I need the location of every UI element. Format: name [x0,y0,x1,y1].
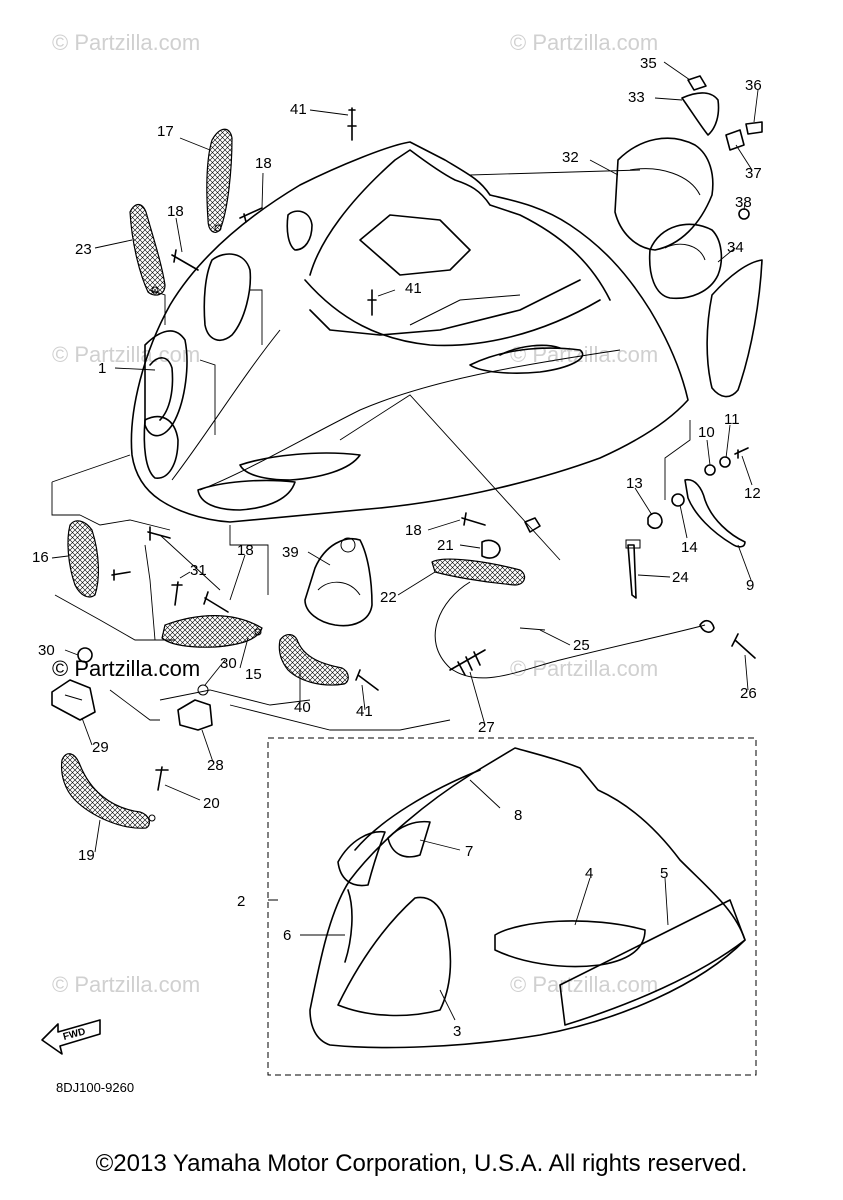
callout-28: 28 [207,757,224,774]
callout-41: 41 [356,703,373,720]
callout-23: 23 [75,241,92,258]
watermark: © Partzilla.com [52,342,200,367]
callout-14: 14 [681,539,698,556]
lower-hood-2 [267,737,757,1076]
callout-18: 18 [405,522,422,539]
rivets [111,107,756,791]
linking-lines [51,169,691,731]
hood-part-1 [130,141,689,523]
diagram-code: 8DJ100-9260 [56,1080,134,1095]
callout-4: 4 [585,865,593,882]
callout-10: 10 [698,424,715,441]
callout-27: 27 [478,719,495,736]
callout-20: 20 [203,795,220,812]
callout-18: 18 [237,542,254,559]
vent-15 [161,615,263,648]
panel-32 [614,137,714,251]
vent-16 [67,520,100,598]
callout-40: 40 [294,699,311,716]
callout-1: 1 [98,360,106,377]
watermark: © Partzilla.com [510,30,658,55]
panel-34 [706,259,763,398]
callout-15: 15 [245,666,262,683]
callout-6: 6 [283,927,291,944]
cap-33 [681,75,720,136]
bolts-10-14 [625,456,731,599]
watermark: © Partzilla.com [52,972,200,997]
callout-33: 33 [628,89,645,106]
callout-13: 13 [626,475,643,492]
bracket-28 [177,684,213,731]
watermark: © Partzilla.com [510,972,658,997]
vent-19 [60,753,156,829]
callout-30: 30 [38,642,55,659]
callout-8: 8 [514,807,522,824]
callout-22: 22 [380,589,397,606]
leader-lines [51,61,759,1021]
callout-3: 3 [453,1023,461,1040]
callout-36: 36 [745,77,762,94]
callout-18: 18 [255,155,272,172]
parts-21-22 [431,517,541,586]
duct-39 [304,537,373,627]
callout-17: 17 [157,123,174,140]
callout-7: 7 [465,843,473,860]
callout-29: 29 [92,739,109,756]
callout-26: 26 [740,685,757,702]
callout-9: 9 [746,577,754,594]
callout-19: 19 [78,847,95,864]
watermark: © Partzilla.com [510,656,658,681]
side-vent-23 [129,203,166,296]
callout-21: 21 [437,537,454,554]
copyright-notice: ©2013 Yamaha Motor Corporation, U.S.A. A… [95,1150,748,1177]
callout-31: 31 [190,562,207,579]
side-vent-17 [206,128,233,233]
callout-41: 41 [290,101,307,118]
duct-34 [648,223,723,300]
bracket-29 [51,679,96,721]
watermark: © Partzilla.com [52,30,200,55]
callout-11: 11 [724,411,740,428]
callout-38: 38 [735,194,752,211]
stay-9 [684,478,746,548]
callout-35: 35 [640,55,657,72]
callout-16: 16 [32,549,49,566]
callout-41: 41 [405,280,422,297]
callout-2: 2 [237,893,245,910]
watermarks: © Partzilla.com © Partzilla.com © Partzi… [52,30,658,997]
callout-32: 32 [562,149,579,166]
fwd-label: FWD [62,1026,87,1043]
fwd-arrow-icon: FWD [41,1019,101,1055]
callout-37: 37 [745,165,762,182]
callout-12: 12 [744,485,761,502]
cables [434,581,715,679]
callout-25: 25 [573,637,590,654]
callout-30: 30 [220,655,237,672]
callout-18: 18 [167,203,184,220]
callout-34: 34 [727,239,744,256]
watermark-dark: © Partzilla.com [52,656,200,681]
vent-40 [278,634,349,686]
callout-5: 5 [660,865,668,882]
callout-24: 24 [672,569,689,586]
callout-39: 39 [282,544,299,561]
callout-numbers: 1 2 3 4 5 6 7 8 9 10 11 12 13 14 15 16 1… [32,55,762,1040]
